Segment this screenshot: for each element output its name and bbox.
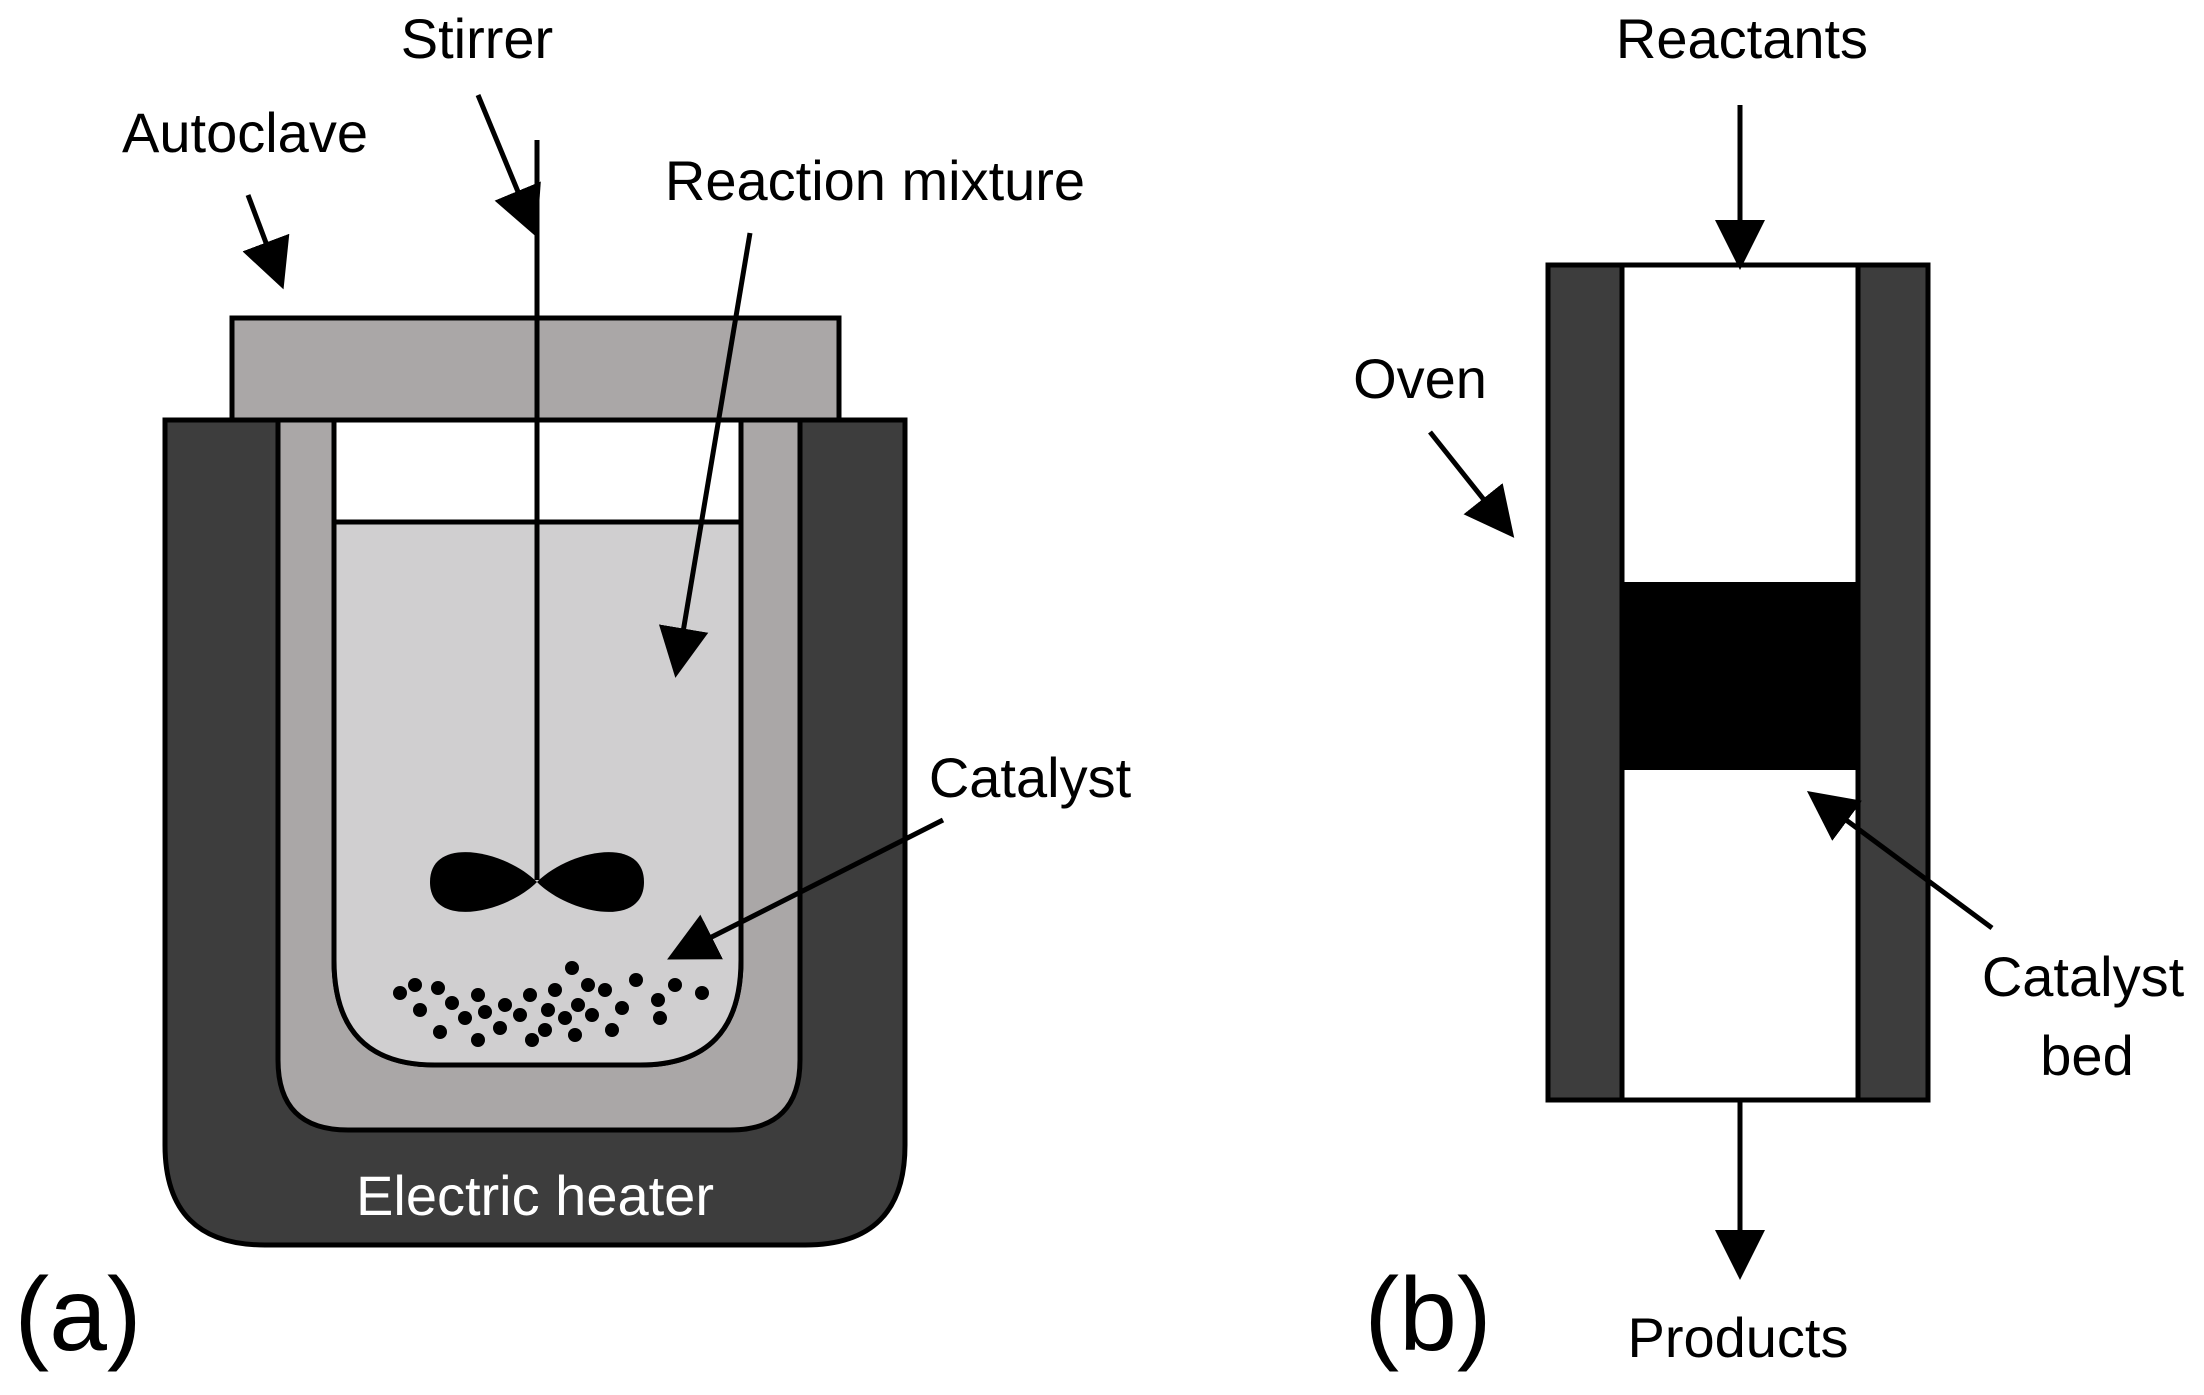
label-reactants: Reactants [1616, 7, 1868, 70]
catalyst-particle [498, 998, 512, 1012]
catalyst-particle [605, 1023, 619, 1037]
catalyst-particle [548, 983, 562, 997]
impeller-blade-left [430, 852, 537, 912]
label-catalyst-bed-line2: bed [2040, 1024, 2133, 1087]
arrow-autoclave [242, 194, 290, 290]
arrow-stirrer [475, 94, 541, 238]
label-reaction-mixture: Reaction mixture [665, 149, 1085, 212]
catalyst-particle [653, 1011, 667, 1025]
panel-label-a: (a) [14, 1257, 141, 1373]
label-autoclave: Autoclave [122, 101, 368, 164]
arrow-reaction-mixture [658, 232, 753, 678]
label-oven: Oven [1353, 347, 1487, 410]
label-products: Products [1628, 1306, 1849, 1369]
catalyst-particle [568, 1028, 582, 1042]
catalyst-particle [393, 986, 407, 1000]
label-electric-heater: Electric heater [356, 1164, 714, 1227]
catalyst-particle [523, 988, 537, 1002]
catalyst-particle [615, 1001, 629, 1015]
label-stirrer: Stirrer [401, 7, 553, 70]
panel-label-b: (b) [1364, 1257, 1491, 1373]
catalyst-particle [413, 1003, 427, 1017]
arrow-catalyst [667, 817, 945, 960]
arrow-catalyst-bed [1806, 791, 1994, 931]
catalyst-particle [471, 1033, 485, 1047]
catalyst-particle [471, 988, 485, 1002]
catalyst-particle [598, 983, 612, 997]
catalyst-particle [541, 1003, 555, 1017]
catalyst-particle [478, 1005, 492, 1019]
label-catalyst: Catalyst [929, 746, 1132, 809]
catalyst-particle [571, 998, 585, 1012]
panel-b-fixed-bed-reactor: Reactants Oven Catalyst bed Products (b) [1353, 7, 2185, 1373]
panel-a-batch-reactor: Stirrer Autoclave Reaction mixture Catal… [14, 7, 1131, 1373]
catalyst-particle [585, 1008, 599, 1022]
catalyst-particle [408, 978, 422, 992]
catalyst-particle [458, 1011, 472, 1025]
impeller-blade-right [537, 852, 644, 912]
catalyst-particle [565, 961, 579, 975]
catalyst-particle [581, 978, 595, 992]
catalyst-particles [393, 961, 709, 1047]
catalyst-particle [695, 986, 709, 1000]
catalyst-bed [1622, 582, 1858, 770]
catalyst-particle [538, 1023, 552, 1037]
arrow-oven [1428, 430, 1515, 538]
catalyst-particle [513, 1008, 527, 1022]
catalyst-particle [651, 993, 665, 1007]
catalyst-particle [433, 1025, 447, 1039]
catalyst-particle [431, 981, 445, 995]
label-catalyst-bed-line1: Catalyst [1982, 945, 2185, 1008]
catalyst-particle [629, 973, 643, 987]
catalyst-particle [668, 978, 682, 992]
catalyst-particle [493, 1021, 507, 1035]
catalyst-particle [558, 1011, 572, 1025]
catalyst-particle [445, 996, 459, 1010]
catalyst-particle [525, 1033, 539, 1047]
